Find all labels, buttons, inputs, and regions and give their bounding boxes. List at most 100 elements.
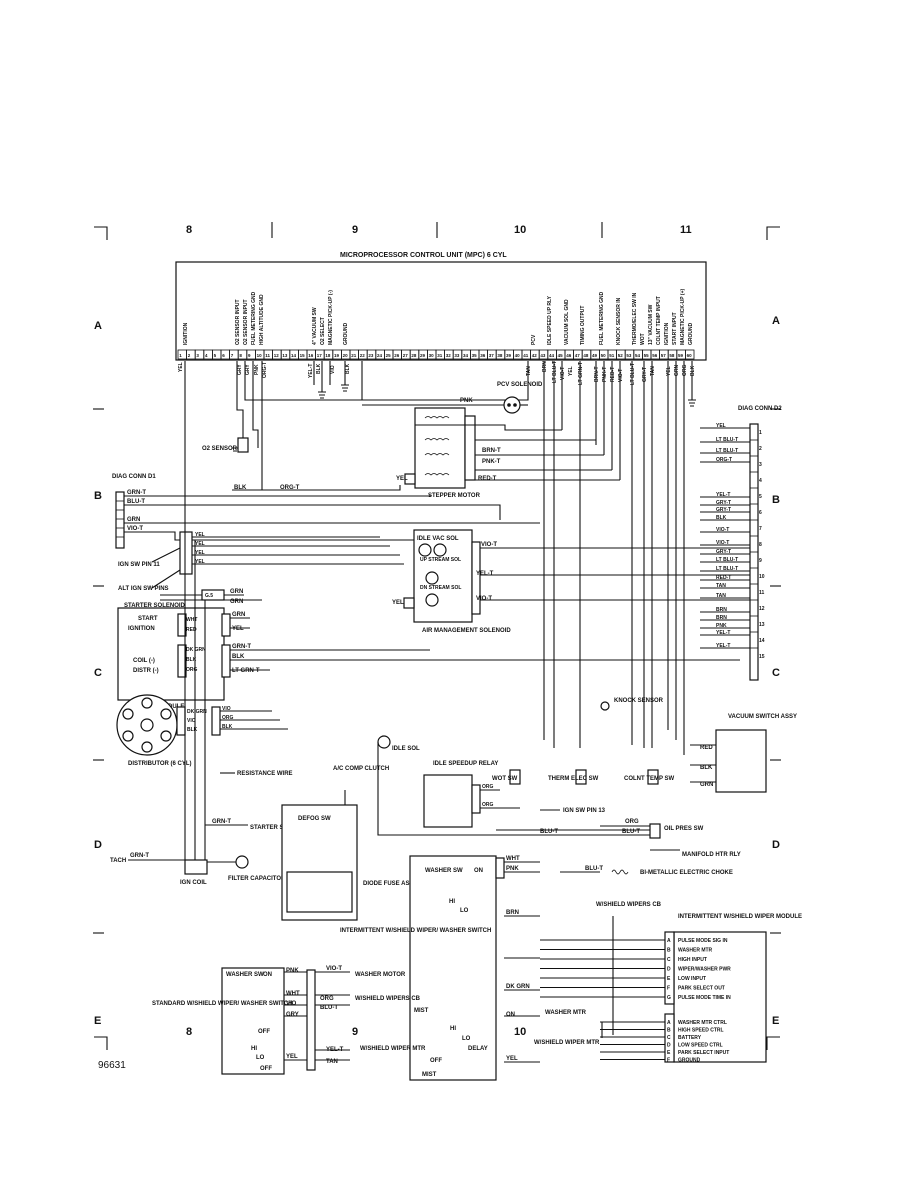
mcu-pin-label: THERMO/ELEC SW IN [632, 292, 638, 345]
wire-label: LT BLU-T [716, 437, 738, 443]
wire-label: GRY-T [716, 507, 731, 513]
row-label-a-left: A [94, 320, 102, 332]
wire-label: YEL [178, 362, 184, 372]
diag-d2-pin-number: 15 [759, 654, 765, 660]
mcu-pin-label: VACUUM SOL GND [564, 299, 570, 345]
wire-label: BRN-T [594, 366, 600, 382]
module-pin-letter: E [667, 976, 671, 982]
mcu-pin-number: 40 [515, 353, 521, 358]
module-pin-letter: D [667, 1043, 671, 1049]
mcu-pin-number: 7 [231, 353, 234, 358]
sensor-switches: WOT SW THERM ELEC SW COLNT TEMP SW KNOCK… [492, 698, 675, 785]
mcu-pin-number: 6 [222, 353, 225, 358]
wire-label: YEL [666, 366, 672, 376]
ignition-module: START IGNITION WHT RED GRN YEL COIL (-) … [117, 607, 740, 710]
wire-label: BLK [232, 654, 245, 660]
oil-choke-block: OIL PRES SW ORG BLU-T BLU-T MANIFOLD HTR… [496, 819, 741, 876]
wire-label: YEL-T [476, 571, 494, 577]
wire-label: G.5 [205, 593, 213, 599]
mcu-pin-number: 25 [386, 353, 392, 358]
mcu-pin-number: 24 [377, 353, 383, 358]
idle-vac-label: IDLE VAC SOL [417, 536, 459, 542]
module-pin-letter: A [667, 1020, 671, 1026]
intermittent-wiper-switch: INTERMITTENT W/SHIELD WIPER/ WASHER SWIT… [340, 855, 540, 1081]
vacuum-switch-assy: VACUUM SWITCH ASSY RED BLK GRN [690, 714, 797, 793]
module-pin-letter: F [667, 986, 670, 992]
mcu-pin-number: 35 [472, 353, 478, 358]
wire-label: GRN [232, 612, 245, 618]
mcu-pin-number: 23 [368, 353, 374, 358]
wire-label: GRN [674, 365, 680, 377]
wire-label: BRN [716, 607, 727, 613]
wire-label: YEL [396, 476, 408, 482]
row-label-b-right: B [772, 494, 780, 506]
wire-label: GRY-T [716, 549, 731, 555]
wire-label: VIO-T [560, 367, 566, 380]
knock-label: KNOCK SENSOR [614, 698, 664, 704]
wire-label: GRN-T [232, 644, 251, 650]
mcu-pin-number: 27 [403, 353, 409, 358]
wire-label: RED [186, 627, 197, 633]
row-label-b-left: B [94, 490, 102, 502]
wire-label: VIO-T [127, 526, 143, 532]
module-pin-label: HIGH INPUT [678, 957, 707, 963]
wire-label: PNK [506, 866, 519, 872]
wire-label: BLU-T [585, 866, 603, 872]
choke-label: BI-METALLIC ELECTRIC CHOKE [640, 870, 733, 876]
mcu-pin-number: 52 [618, 353, 624, 358]
wire-label: GRY [286, 1012, 299, 1018]
int-module-label: INTERMITTENT W/SHIELD WIPER MODULE [678, 914, 802, 920]
module-pin-label: PARK SELECT OUT [678, 986, 725, 992]
wire-label: GRN [700, 782, 713, 788]
on-std-label: ON [263, 972, 272, 978]
wire-label: BLU-T [622, 829, 640, 835]
ground-icon [318, 384, 696, 407]
mcu-pin-number: 5 [214, 353, 217, 358]
wire-label: YEL-T [308, 364, 314, 378]
air-management-label: AIR MANAGEMENT SOLENOID [422, 628, 511, 634]
wire-label: BLU-T [320, 1005, 338, 1011]
wire-label: YEL [195, 550, 205, 556]
o2-sensor-label: O2 SENSOR [202, 446, 238, 452]
starter-solenoid-2-label: STARTER SOLENOID [250, 825, 312, 831]
start-label: START [138, 616, 158, 622]
module-pin-letter: D [667, 967, 671, 973]
mcu-pin-label: O2 SELECT [320, 317, 326, 345]
wire-label: TAN [526, 366, 532, 376]
mcu-pin-number: 1 [179, 353, 182, 358]
mcu-pin [685, 349, 695, 360]
diag-d2-pin-number: 3 [759, 462, 762, 468]
row-label-d-left: D [94, 839, 102, 851]
wire-label: ORG-T [262, 362, 268, 378]
mcu-pin-number: 28 [411, 353, 417, 358]
module-pin-letter: C [667, 1035, 671, 1041]
idle-relay-label: IDLE SPEEDUP RELAY [433, 761, 498, 767]
wire-label: VIO-T [476, 596, 492, 602]
stepper-motor: STEPPER MOTOR BRN-T PNK-T RED-T YEL [396, 407, 620, 499]
mcu-pin-number: 13 [282, 353, 288, 358]
wire-label: LT BLU-T [716, 448, 738, 454]
crop-mark-bottom-left [94, 1036, 108, 1050]
lo-label: LO [460, 908, 469, 914]
mcu-pin-number: 4 [205, 353, 208, 358]
mcu-pin-number: 51 [609, 353, 615, 358]
wire-label: PNK [254, 364, 260, 375]
module-pin-letter: E [667, 1050, 671, 1056]
ign-sw13-label: IGN SW PIN 13 [563, 808, 606, 814]
mcu-pin-number: 33 [454, 353, 460, 358]
mist-label: MIST [414, 1008, 429, 1014]
module-pin-label: PULSE MODE TIME IN [678, 995, 731, 1001]
manifold-label: MANIFOLD HTR RLY [682, 852, 741, 858]
mcu-pin-number: 58 [669, 353, 675, 358]
tach-label: TACH [110, 858, 126, 864]
washer-motor-label: WASHER MOTOR [355, 972, 406, 978]
wire-label: YEL-T [716, 492, 730, 498]
mcu-pin-label: TIMING OUTPUT [580, 306, 586, 345]
mcu-pin-number: 3 [196, 353, 199, 358]
mcu-pin-number: 45 [558, 353, 564, 358]
crop-mark-top-left [94, 226, 108, 240]
wire-label: YEL [716, 423, 726, 429]
wire-label: YEL [195, 532, 205, 538]
intermittent-wiper-module: INTERMITTENT W/SHIELD WIPER MODULE PULSE… [534, 914, 802, 1064]
wire-label: BLU-T [540, 829, 558, 835]
